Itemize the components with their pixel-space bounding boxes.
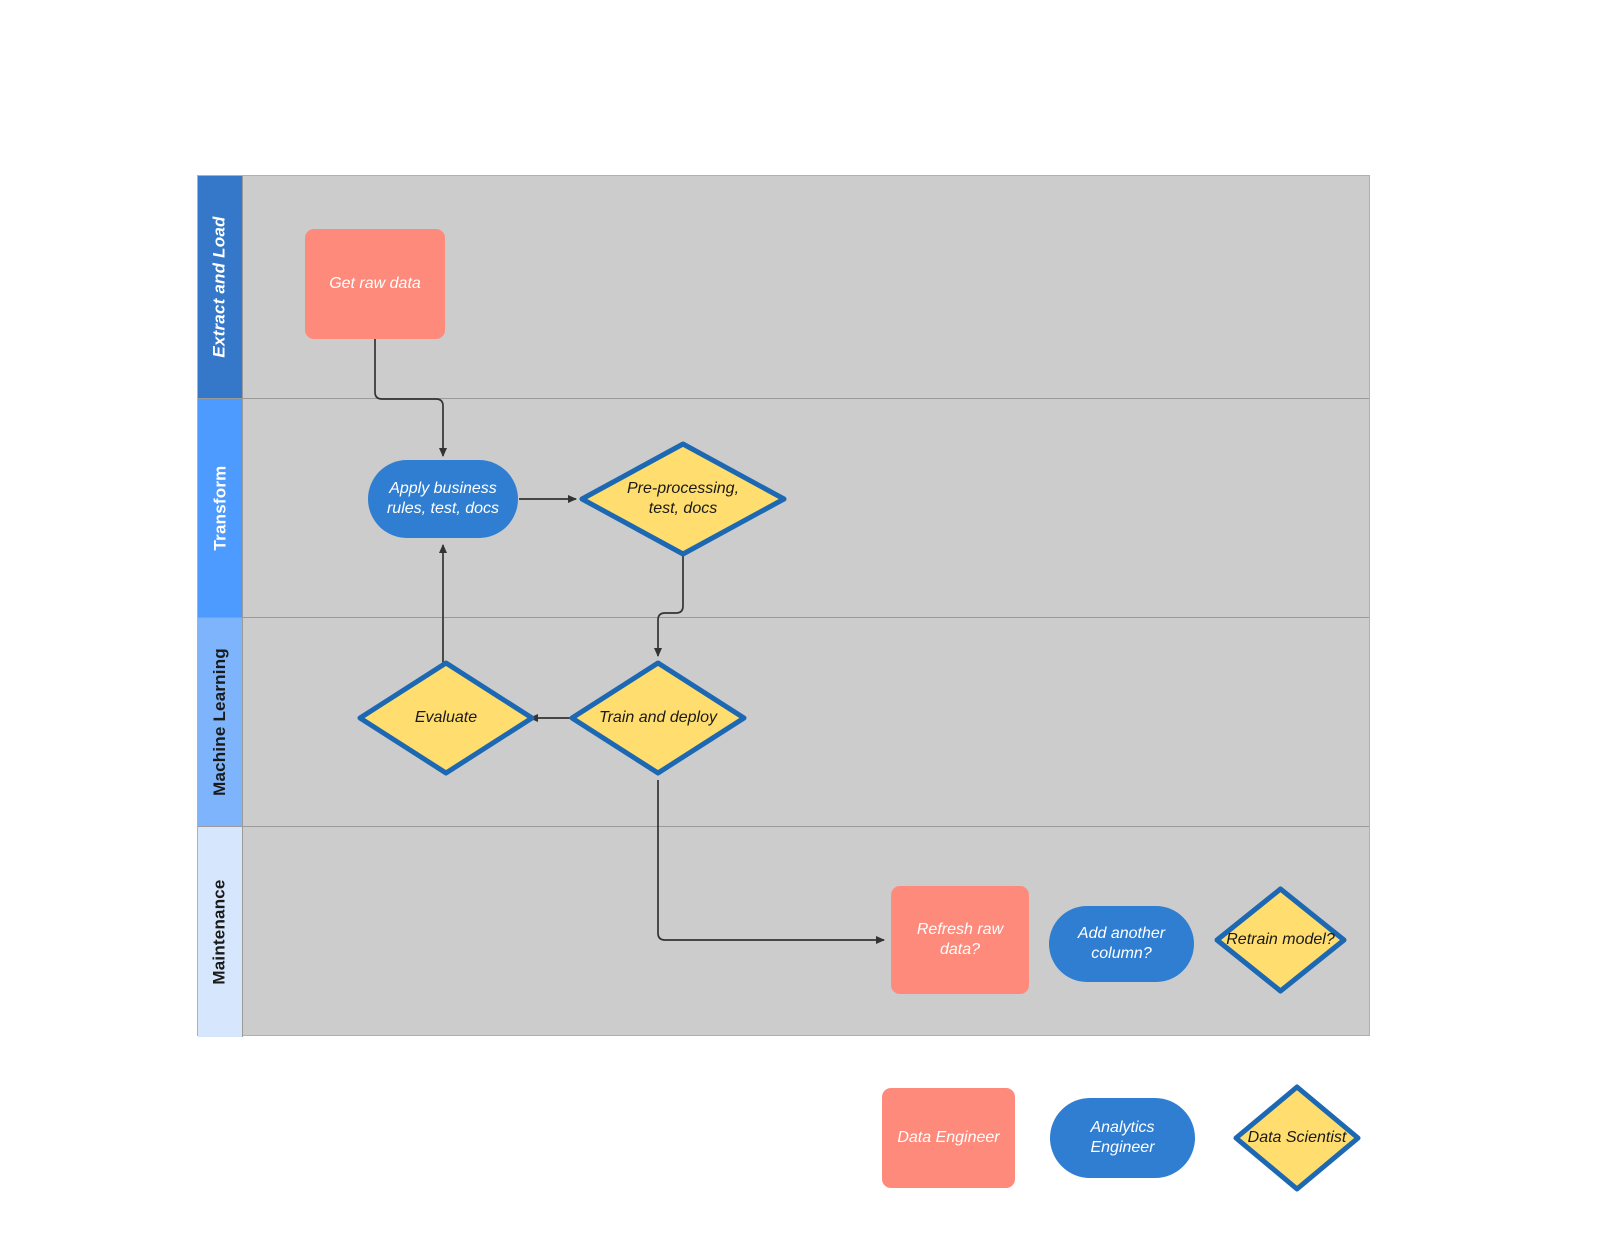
lane-title-maintenance: Maintenance xyxy=(210,879,230,985)
legend-item-data-engineer[interactable]: Data Engineer xyxy=(882,1088,1015,1188)
node-label-apply-business-rules: Apply business rules, test, docs xyxy=(386,480,500,517)
node-apply-business-rules[interactable]: Apply business rules, test, docs xyxy=(368,460,518,538)
lane-maintenance[interactable]: Maintenance xyxy=(198,827,1369,1037)
legend-item-analytics-engineer[interactable]: Analytics Engineer xyxy=(1050,1098,1195,1178)
lane-transform[interactable]: Transform xyxy=(198,399,1369,618)
node-evaluate[interactable]: Evaluate xyxy=(356,659,536,777)
legend-item-data-scientist[interactable]: Data Scientist xyxy=(1232,1083,1362,1193)
lane-header-maintenance: Maintenance xyxy=(198,827,243,1037)
lane-header-machine-learning: Machine Learning xyxy=(198,618,243,826)
lane-title-machine-learning: Machine Learning xyxy=(210,648,230,796)
node-train-and-deploy[interactable]: Train and deploy xyxy=(568,659,748,777)
lane-header-transform: Transform xyxy=(198,399,243,617)
node-refresh-raw-data[interactable]: Refresh raw data? xyxy=(891,886,1029,994)
node-label-get-raw-data: Get raw data xyxy=(329,275,421,292)
legend-label-analytics-engineer: Analytics Engineer xyxy=(1090,1119,1155,1156)
lane-title-extract-and-load: Extract and Load xyxy=(210,216,229,358)
node-retrain-model[interactable]: Retrain model? xyxy=(1213,885,1348,995)
lane-extract-and-load[interactable]: Extract and Load xyxy=(198,176,1369,399)
legend-label-data-engineer: Data Engineer xyxy=(897,1129,1000,1146)
node-pre-processing[interactable]: Pre-processing, test, docs xyxy=(578,440,788,558)
node-add-another-column[interactable]: Add another column? xyxy=(1049,906,1194,982)
lane-title-transform: Transform xyxy=(210,465,229,551)
node-label-add-another-column: Add another column? xyxy=(1077,925,1166,962)
node-get-raw-data[interactable]: Get raw data xyxy=(305,229,445,339)
node-label-refresh-raw-data: Refresh raw data? xyxy=(916,921,1004,958)
lane-header-extract-and-load: Extract and Load xyxy=(198,176,243,398)
